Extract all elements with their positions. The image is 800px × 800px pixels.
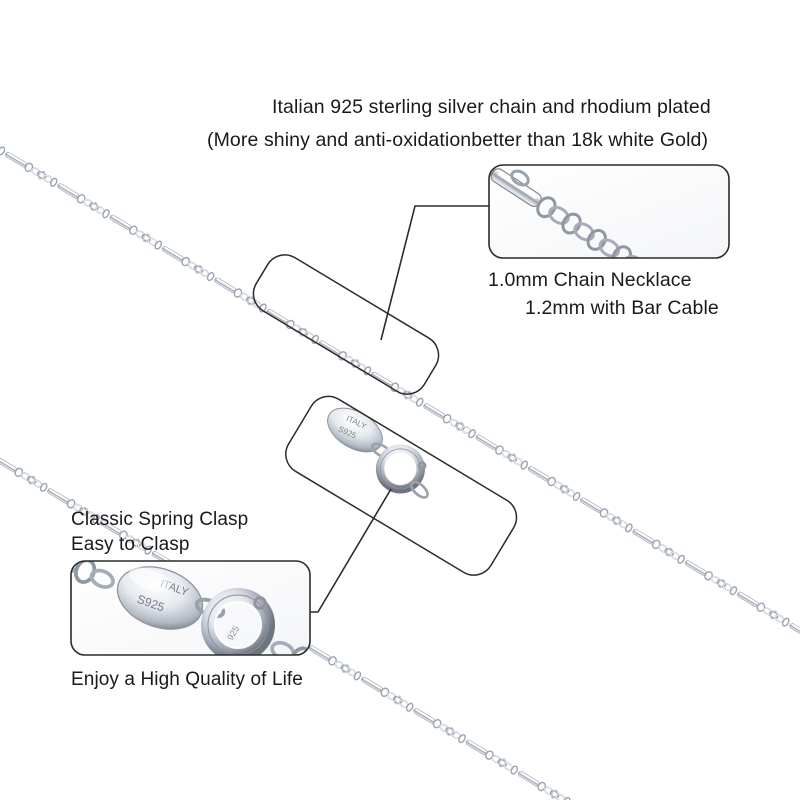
headline-line-2: (More shiny and anti-oxidationbetter tha…	[207, 129, 709, 151]
inset-clasp-detail: ITALY S925 925	[70, 560, 311, 656]
highlight-box-clasp	[285, 395, 518, 576]
clasp-title-line-1: Classic Spring Clasp	[71, 509, 249, 530]
chain-spec-line-1: 1.0mm Chain Necklace	[488, 269, 692, 291]
clasp-title-line-2: Easy to Clasp	[71, 534, 190, 555]
highlight-box-chain	[252, 254, 440, 395]
headline-line-1: Italian 925 sterling silver chain and rh…	[272, 96, 711, 118]
chain-spec-line-2: 1.2mm with Bar Cable	[525, 297, 719, 319]
inset-chain-detail	[488, 164, 730, 259]
leader-line-chain	[380, 205, 489, 341]
tagline-text: Enjoy a High Quality of Life	[71, 669, 303, 690]
clasp-on-chain: ITALY S925	[327, 407, 429, 499]
leader-line-clasp	[310, 488, 392, 613]
